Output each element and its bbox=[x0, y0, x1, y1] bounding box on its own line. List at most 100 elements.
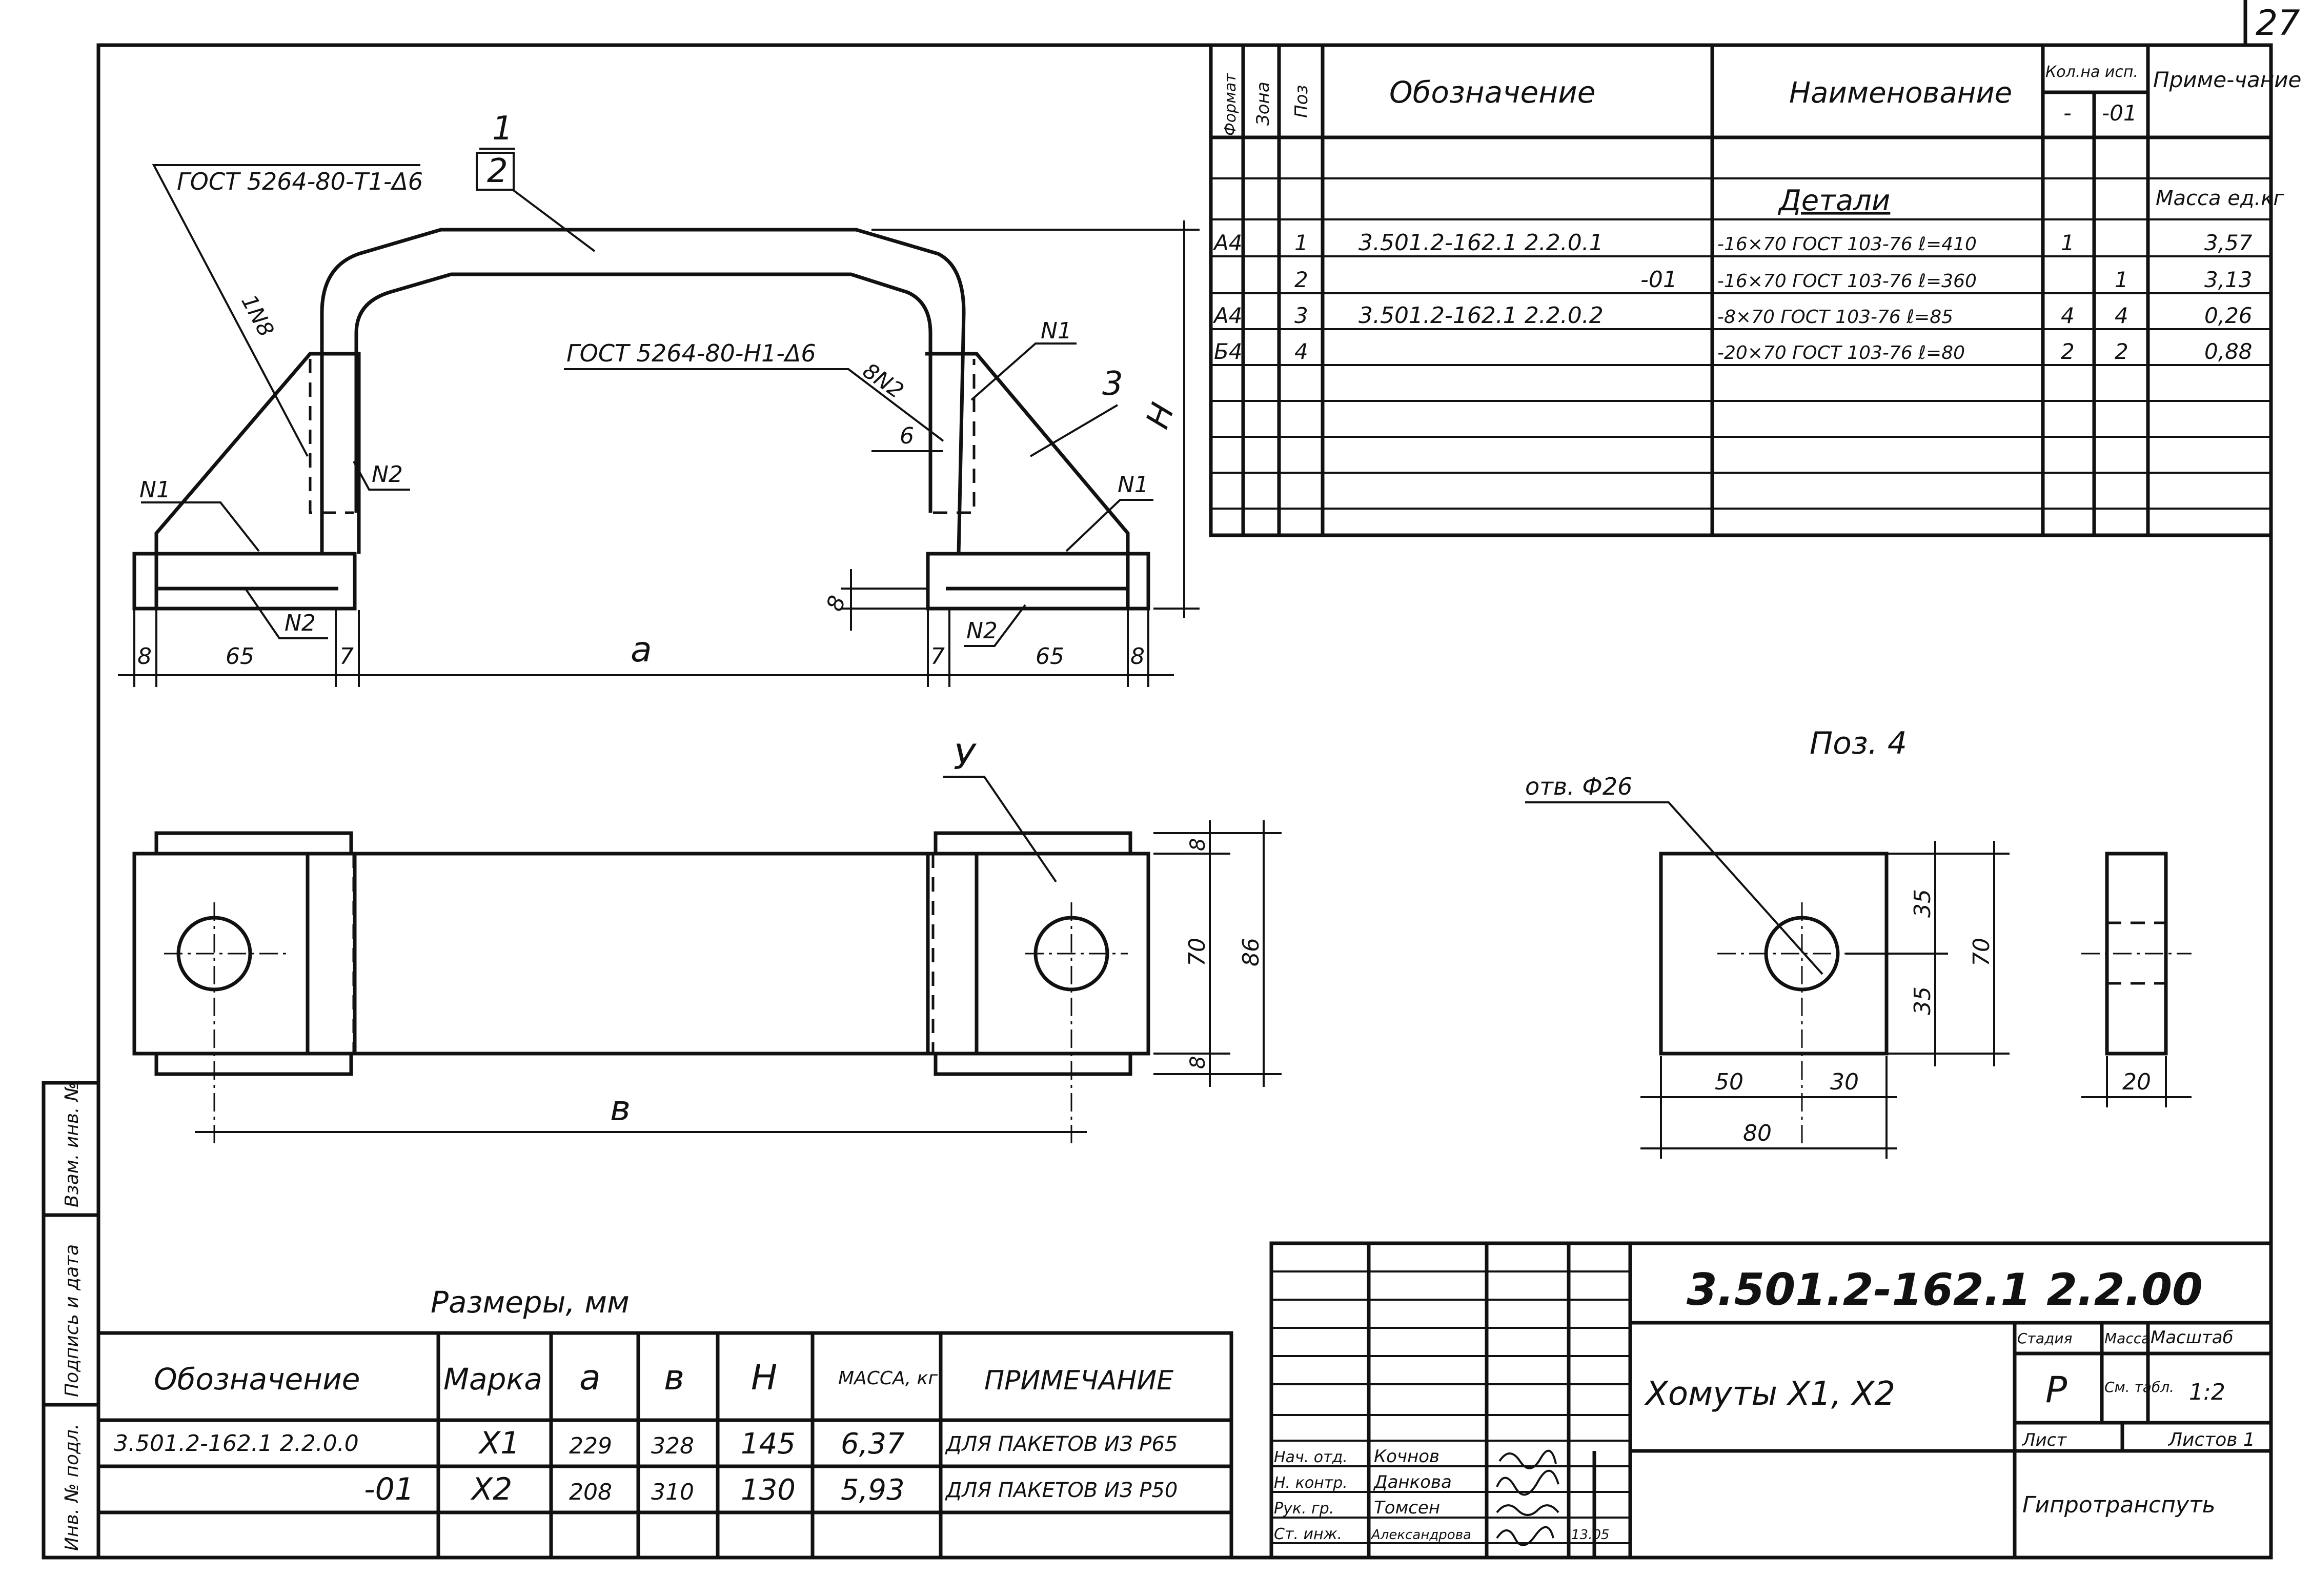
elevation-view: ГОСТ 5264-80-Т1-Δ6 ГОСТ 5264-80-Н1-Δ6 1N… bbox=[118, 110, 1200, 687]
spec-row: Б4 4 -20×70 ГОСТ 103-76 ℓ=80 2 2 0,88 bbox=[1214, 339, 2253, 364]
cell-pos: 3 bbox=[1294, 303, 1308, 328]
cell-mass: 0,88 bbox=[2204, 339, 2253, 364]
sizes-col-mark: Марка bbox=[443, 1362, 542, 1397]
role-norm: Н. контр. bbox=[1274, 1474, 1348, 1492]
dim-8-height: 8 bbox=[821, 592, 851, 615]
callout-1: 1 bbox=[492, 110, 513, 148]
cell-b: 328 bbox=[651, 1433, 694, 1459]
cell-h: 145 bbox=[741, 1427, 796, 1461]
dim-pos4-35-top: 35 bbox=[1910, 889, 1936, 918]
col-format: Формат bbox=[1222, 73, 1240, 136]
weld-note-t1: ГОСТ 5264-80-Т1-Δ6 bbox=[177, 168, 423, 195]
dim-8-left: 8 bbox=[137, 643, 152, 670]
signatures bbox=[1496, 1449, 1559, 1546]
col-qty-a: - bbox=[2063, 100, 2072, 126]
dim-7-left: 7 bbox=[339, 643, 354, 670]
cell-designation: 3.501.2-162.1 2.2.0.0 bbox=[114, 1430, 359, 1457]
left-gusset bbox=[154, 352, 361, 554]
bent-strap-outer bbox=[320, 228, 966, 554]
org-name: Гипротранспуть bbox=[2022, 1492, 2216, 1518]
stamp-sign: Подпись и дата bbox=[62, 1244, 83, 1397]
col-designation: Обозначение bbox=[1389, 75, 1595, 110]
cell-name: -20×70 ГОСТ 103-76 ℓ=80 bbox=[1717, 342, 1965, 363]
name-lead: Томсен bbox=[1374, 1498, 1440, 1518]
dim-65-left: 65 bbox=[226, 643, 254, 670]
col-pos: Поз bbox=[1291, 85, 1312, 118]
sizes-col-note: ПРИМЕЧАНИЕ bbox=[984, 1365, 1173, 1396]
cell-qty-b: 2 bbox=[2115, 339, 2128, 364]
cell-qty-a: 1 bbox=[2061, 230, 2075, 255]
cell-mass: 6,37 bbox=[841, 1427, 905, 1461]
cell-note: ДЛЯ ПАКЕТОВ ИЗ Р50 bbox=[945, 1479, 1178, 1502]
dim-7-right: 7 bbox=[930, 643, 945, 670]
cell-qty-b: 4 bbox=[2115, 303, 2128, 328]
col-note: Приме-чание bbox=[2153, 67, 2301, 92]
cell-format: А4 bbox=[1212, 230, 1242, 255]
cell-pos: 2 bbox=[1294, 267, 1308, 292]
mass-header-tb: Масса bbox=[2104, 1330, 2150, 1347]
sizes-col-mass: МАССА, кг bbox=[838, 1368, 938, 1389]
col-qty-b: -01 bbox=[2102, 100, 2137, 126]
stamp-replace: Взам. инв. № bbox=[62, 1082, 83, 1207]
hole-label: отв. Ф26 bbox=[1525, 773, 1632, 800]
callout-2: 2 bbox=[487, 152, 508, 190]
spec-table: Формат Зона Поз Обозначение Наименование… bbox=[1209, 43, 2301, 537]
cell-h: 130 bbox=[741, 1473, 796, 1507]
sizes-col-b: в bbox=[664, 1358, 684, 1398]
plan-view: в У 8 70 8 86 bbox=[132, 737, 1282, 1143]
sizes-table: Размеры, мм Обозначение Марка а в Н МАСС… bbox=[96, 1285, 1233, 1560]
cell-designation: -01 bbox=[364, 1471, 414, 1507]
table-row: 3.501.2-162.1 2.2.0.0 Х1 229 328 145 6,3… bbox=[114, 1425, 1178, 1461]
cell-mass: 3,13 bbox=[2204, 267, 2253, 292]
sheet-header: Лист bbox=[2021, 1430, 2067, 1450]
cell-note: ДЛЯ ПАКЕТОВ ИЗ Р65 bbox=[945, 1432, 1178, 1456]
bent-strap-inner bbox=[354, 272, 932, 513]
dim-plan-8-top: 8 bbox=[1186, 838, 1210, 851]
mass-value: См. табл. bbox=[2104, 1379, 2174, 1396]
stamp-inv: Инв. № подл. bbox=[62, 1424, 83, 1551]
dim-H: Н bbox=[1138, 398, 1182, 433]
cell-a: 208 bbox=[569, 1479, 612, 1505]
cell-b: 310 bbox=[651, 1479, 694, 1505]
cell-qty-a: 2 bbox=[2061, 339, 2075, 364]
cell-mass: 0,26 bbox=[2204, 303, 2253, 328]
doc-code: 3.501.2-162.1 2.2.00 bbox=[1687, 1264, 2203, 1316]
scale-header: Масштаб bbox=[2151, 1327, 2234, 1348]
dim-pos4-80: 80 bbox=[1743, 1120, 1772, 1146]
dim-plan-70: 70 bbox=[1184, 938, 1210, 966]
weld-note-h1: ГОСТ 5264-80-Н1-Δ6 bbox=[566, 339, 816, 367]
cell-designation: 3.501.2-162.1 2.2.0.2 bbox=[1358, 302, 1604, 329]
dim-65-right: 65 bbox=[1036, 643, 1064, 670]
col-qty: Кол.на исп. bbox=[2045, 63, 2138, 81]
sizes-title: Размеры, мм bbox=[431, 1285, 630, 1320]
left-base-plate bbox=[132, 552, 357, 611]
col-name: Наименование bbox=[1789, 76, 2012, 110]
role-head: Нач. отд. bbox=[1274, 1448, 1348, 1466]
right-gusset bbox=[925, 352, 1130, 554]
cell-format: А4 bbox=[1212, 303, 1242, 328]
weld-n1-right-top: N1 bbox=[1041, 318, 1072, 344]
cell-name: -16×70 ГОСТ 103-76 ℓ=360 bbox=[1717, 271, 1977, 292]
name-head: Кочнов bbox=[1374, 1446, 1439, 1467]
weld-n2-left-bot: N2 bbox=[285, 610, 316, 636]
dim-8-right: 8 bbox=[1130, 643, 1145, 670]
title-block: 3.501.2-162.1 2.2.00 Хомуты Х1, Х2 Стади… bbox=[1269, 1241, 2273, 1560]
doc-name: Хомуты Х1, Х2 bbox=[1644, 1375, 1895, 1413]
name-eng: Александрова bbox=[1370, 1527, 1471, 1543]
mass-header: Масса ед.кг bbox=[2156, 187, 2284, 210]
dim-plan-8-bot: 8 bbox=[1186, 1056, 1210, 1069]
cell-a: 229 bbox=[569, 1433, 612, 1459]
spec-row: 2 -01 -16×70 ГОСТ 103-76 ℓ=360 1 3,13 bbox=[1294, 267, 2253, 293]
role-eng: Ст. инж. bbox=[1274, 1525, 1342, 1543]
spec-row: А4 1 3.501.2-162.1 2.2.0.1 -16×70 ГОСТ 1… bbox=[1212, 230, 2253, 256]
dim-plan-86: 86 bbox=[1238, 938, 1264, 966]
section-details: Детали bbox=[1777, 184, 1890, 217]
weld-n2-left-top: N2 bbox=[372, 461, 403, 488]
cell-name: -16×70 ГОСТ 103-76 ℓ=410 bbox=[1717, 234, 1977, 255]
sizes-col-a: а bbox=[579, 1358, 601, 1398]
dim-pos4-20: 20 bbox=[2122, 1069, 2151, 1095]
weld-n2-right: N2 bbox=[966, 618, 998, 644]
weld-n1-right-bot: N1 bbox=[1118, 472, 1149, 498]
dim-pos4-70: 70 bbox=[1969, 938, 1995, 966]
